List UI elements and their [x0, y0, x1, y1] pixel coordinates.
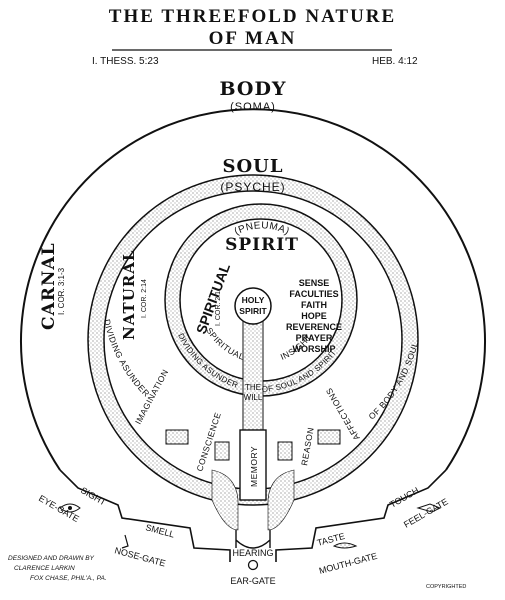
- copyright-text: COPYRIGHTED: [426, 584, 466, 590]
- column-stipple-left: [211, 469, 239, 531]
- natural-ref: I. COR. 2:14: [141, 279, 148, 318]
- credit-line2: CLARENCE LARKIN: [14, 565, 75, 572]
- sense-sight: SIGHT: [79, 485, 108, 508]
- spirit-faculty-item: SENSE: [299, 278, 330, 288]
- diagram-title-line1: THE THREEFOLD NATURE: [108, 6, 397, 27]
- faculty-box-affections: [317, 429, 341, 445]
- sense-touch: TOUCH: [388, 485, 421, 510]
- spirit-sub-path: (PNEUMA): [233, 220, 291, 237]
- carnal-ref: I. COR. 3:1-3: [57, 267, 66, 315]
- mouth-icon: [332, 542, 358, 549]
- holy-spirit-line2: SPIRIT: [239, 306, 267, 316]
- faculty-imagination: IMAGINATION: [133, 367, 171, 426]
- body-label: BODY: [219, 78, 286, 100]
- reference-right: HEB. 4:12: [372, 56, 418, 67]
- will-line2: WILL: [244, 393, 263, 402]
- gate-line: [59, 469, 231, 562]
- column-stipple-right: [267, 469, 295, 531]
- insight-spiritual: SPIRITUAL: [204, 326, 246, 362]
- credit-line1: DESIGNED AND DRAWN BY: [8, 555, 95, 562]
- soul-label: SOUL: [222, 156, 283, 177]
- spirit-faculty-item: HOPE: [301, 311, 327, 321]
- holy-spirit-circle: [234, 287, 272, 325]
- natural-label: NATURAL: [120, 250, 138, 340]
- sense-ear-gate: EAR-GATE: [230, 576, 275, 586]
- faculty-box-imagination: [165, 429, 189, 445]
- soul-ring: [87, 174, 419, 506]
- diagram-title-line2: OF MAN: [208, 28, 297, 49]
- ear-gate-icon: [247, 559, 259, 571]
- body-sub: (SOMA): [230, 101, 276, 113]
- spirit-label: SPIRIT: [225, 235, 299, 255]
- spirit-faculty-item: FACULTIES: [289, 289, 338, 299]
- faculty-memory: MEMORY: [249, 446, 259, 487]
- sense-nose-gate: NOSE-GATE: [113, 545, 166, 568]
- holy-spirit-line1: HOLY: [242, 295, 265, 305]
- insight-spiritual-path: SPIRITUAL: [204, 326, 245, 362]
- faculty-box-reason: [277, 441, 293, 461]
- spiritual-label: SPIRITUAL: [193, 261, 233, 336]
- spirit-faculty-item: PRAYER: [296, 333, 333, 343]
- sense-feel-gate: FEEL-GATE: [402, 496, 450, 529]
- body-circle: [20, 108, 486, 471]
- sense-hearing: HEARING: [232, 548, 273, 558]
- spiritual-ref: I. COR. 2:1.: [215, 289, 222, 326]
- spirit-sub: (PNEUMA): [233, 220, 292, 237]
- faculty-reason: REASON: [299, 426, 316, 466]
- spirit-ring: [164, 203, 358, 397]
- nose-icon: [121, 534, 129, 549]
- sense-mouth-gate: MOUTH-GATE: [318, 551, 378, 576]
- spirit-faculties-list: SENSEFACULTIESFAITHHOPEREVERENCEPRAYERWO…: [286, 278, 342, 354]
- reference-left: I. THESS. 5:23: [92, 56, 159, 67]
- will-line1: THE: [245, 383, 261, 392]
- spirit-faculty-item: FAITH: [301, 300, 327, 310]
- eye-icon: [59, 503, 81, 513]
- soul-sub: (PSYCHE): [220, 180, 285, 194]
- carnal-label: CARNAL: [39, 242, 59, 330]
- credit-line3: FOX CHASE, PHIL'A., PA.: [30, 575, 107, 582]
- column-fork: [235, 500, 271, 549]
- spirit-faculty-item: REVERENCE: [286, 322, 342, 332]
- spirit-faculty-item: WORSHIP: [292, 344, 335, 354]
- faculty-box-conscience: [214, 441, 230, 461]
- sense-eye-gate: EYE-GATE: [37, 493, 81, 524]
- hand-icon: [416, 503, 442, 513]
- memory-box: [239, 429, 267, 501]
- eye-pupil-icon: [68, 506, 72, 510]
- gate-line-right: [275, 469, 447, 562]
